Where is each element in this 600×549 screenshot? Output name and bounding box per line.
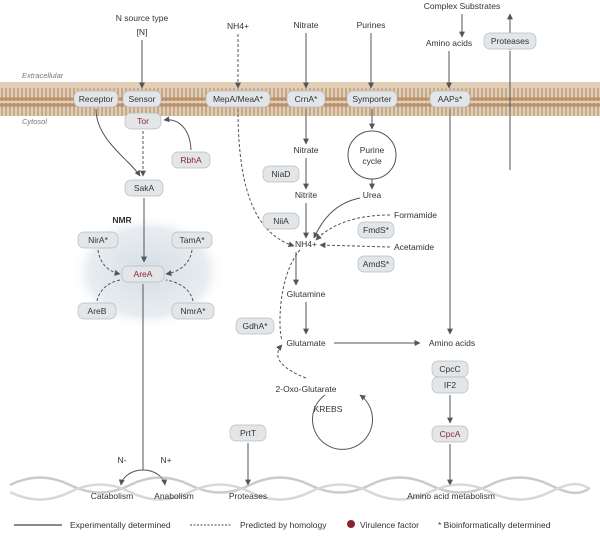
svg-text:CrnA*: CrnA* [295, 94, 318, 104]
nitrate-mid-label: Nitrate [293, 145, 318, 155]
receptor-box: Receptor [73, 90, 119, 108]
glutamine-label: Glutamine [287, 289, 326, 299]
legend-bioinformatic: * Bioinformatically determined [438, 520, 551, 530]
legend-experimental: Experimentally determined [70, 520, 171, 530]
purine-cycle [347, 130, 397, 180]
complex-substrates-label: Complex Substrates [424, 1, 501, 11]
svg-text:FmdS*: FmdS* [363, 225, 390, 235]
amds-box: AmdS* [357, 255, 395, 273]
amino-acids-top-label: Amino acids [426, 38, 472, 48]
prtt-box: PrtT [229, 424, 267, 442]
dna-strip [9, 476, 591, 501]
cpcc-box: CpcC [431, 360, 469, 378]
gdha-box: GdhA* [235, 317, 275, 335]
nitrite-label: Nitrite [295, 190, 317, 200]
n-plus-label: N+ [160, 455, 171, 465]
anabolism-label: Anabolism [154, 491, 194, 501]
proteases-top-box: Proteases [483, 32, 537, 50]
n-source-label: N source type [116, 13, 169, 23]
areb-box: AreB [77, 302, 117, 320]
formamide-label: Formamide [394, 210, 437, 220]
cpca-box: CpcA [431, 425, 469, 443]
if2-box: IF2 [431, 376, 469, 394]
area-box: AreA [121, 265, 165, 283]
nmr-label: NMR [112, 215, 131, 225]
nmra-box: NmrA* [171, 302, 215, 320]
aa-metabolism-label: Amino acid metabolism [407, 491, 495, 501]
svg-text:AAPs*: AAPs* [438, 94, 463, 104]
niia-box: NiiA [262, 212, 300, 230]
extracellular-label: Extracellular [22, 71, 64, 80]
legend: Experimentally determined Predicted by h… [14, 520, 551, 530]
amino-acids-mid-label: Amino acids [429, 338, 475, 348]
urea-label: Urea [363, 190, 382, 200]
svg-text:PrtT: PrtT [240, 428, 256, 438]
svg-text:Sensor: Sensor [129, 94, 156, 104]
acetamide-label: Acetamide [394, 242, 434, 252]
svg-text:CpcA: CpcA [440, 429, 461, 439]
nitrate-top-label: Nitrate [293, 20, 318, 30]
svg-text:AreA: AreA [134, 269, 153, 279]
krebs-label: KREBS [314, 404, 343, 414]
niad-box: NiaD [262, 165, 300, 183]
svg-text:RbhA: RbhA [180, 155, 202, 165]
svg-text:MepA/MeaA*: MepA/MeaA* [213, 94, 264, 104]
glutamate-label: Glutamate [286, 338, 325, 348]
oxo-glutarate-label: 2-Oxo-Glutarate [276, 384, 337, 394]
proteases-bottom-label: Proteases [229, 491, 267, 501]
sensor-box: Sensor [122, 90, 162, 108]
nira-box: NirA* [77, 231, 119, 249]
tama-box: TamA* [171, 231, 213, 249]
svg-text:SakA: SakA [134, 183, 155, 193]
svg-text:GdhA*: GdhA* [242, 321, 268, 331]
purine-cycle-label-1: Purine [360, 145, 385, 155]
svg-text:NiaD: NiaD [272, 169, 291, 179]
svg-text:Receptor: Receptor [79, 94, 114, 104]
krebs-cycle [312, 394, 373, 450]
fmds-box: FmdS* [357, 221, 395, 239]
aaps-box: AAPs* [429, 90, 471, 108]
svg-text:NiiA: NiiA [273, 216, 289, 226]
svg-text:TamA*: TamA* [179, 235, 205, 245]
symporter-box: Symporter [346, 90, 398, 108]
svg-text:NirA*: NirA* [88, 235, 109, 245]
tor-box: Tor [124, 112, 162, 130]
cytosol-label: Cytosol [22, 117, 47, 126]
svg-text:Proteases: Proteases [491, 36, 529, 46]
nh4-top-label: NH4+ [227, 21, 249, 31]
n-minus-label: N- [118, 455, 127, 465]
purines-top-label: Purines [357, 20, 386, 30]
svg-text:AreB: AreB [88, 306, 107, 316]
legend-virulence-dot [347, 520, 355, 528]
crna-box: CrnA* [286, 90, 326, 108]
svg-text:AmdS*: AmdS* [363, 259, 390, 269]
catabolism-label: Catabolism [91, 491, 134, 501]
n-bracket-label: [N] [137, 27, 148, 37]
legend-virulence: Virulence factor [360, 520, 419, 530]
legend-homology: Predicted by homology [240, 520, 327, 530]
saka-box: SakA [124, 179, 164, 197]
svg-text:Symporter: Symporter [352, 94, 391, 104]
svg-text:Tor: Tor [137, 116, 149, 126]
svg-text:CpcC: CpcC [439, 364, 460, 374]
svg-text:IF2: IF2 [444, 380, 457, 390]
rbha-box: RbhA [171, 151, 211, 169]
purine-cycle-label-2: cycle [362, 156, 382, 166]
mepa-box: MepA/MeaA* [205, 90, 271, 108]
nh4-mid-label: NH4+ [295, 239, 317, 249]
svg-text:NmrA*: NmrA* [180, 306, 206, 316]
